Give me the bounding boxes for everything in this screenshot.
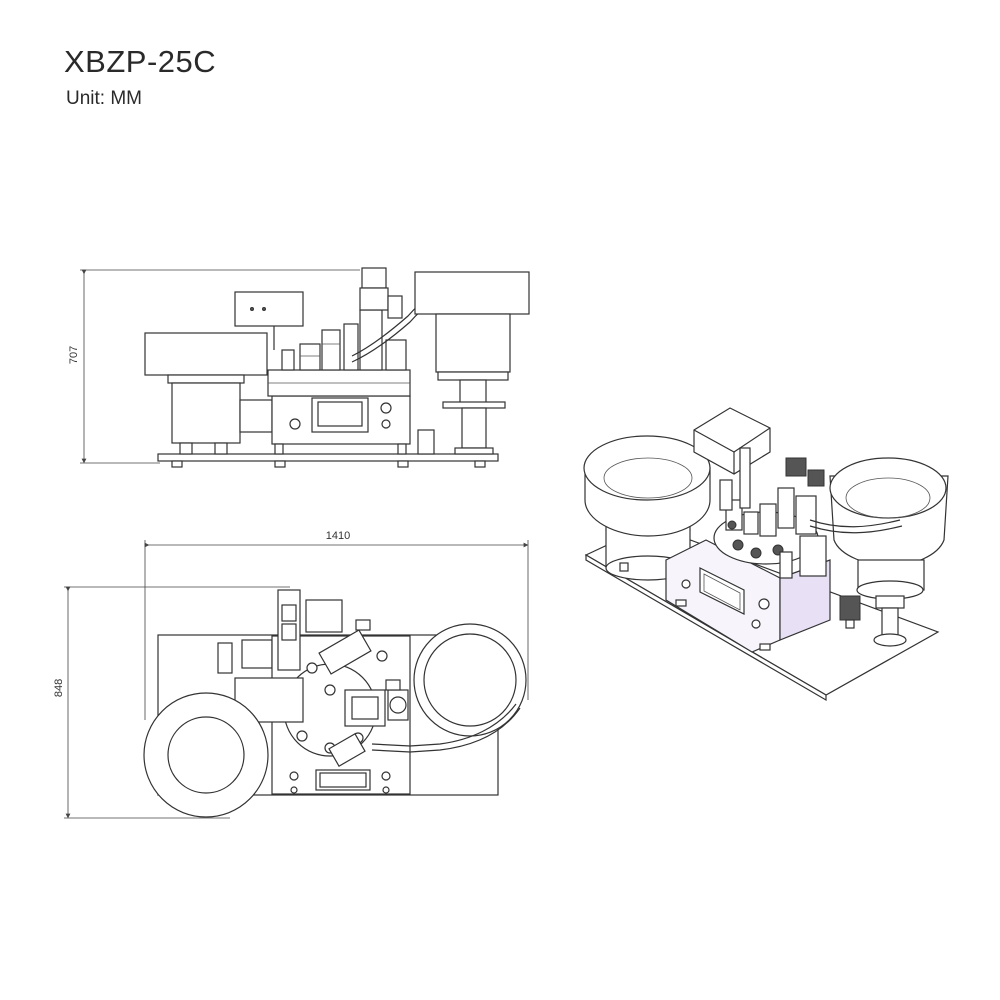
height-value: 707 bbox=[68, 346, 80, 364]
top-view: 1410 848 bbox=[53, 530, 529, 819]
depth-dimension: 848 bbox=[53, 586, 290, 819]
front-view: 707 bbox=[68, 267, 530, 468]
width-dimension: 1410 bbox=[144, 530, 529, 720]
height-dimension: 707 bbox=[68, 269, 360, 464]
width-value: 1410 bbox=[326, 530, 350, 542]
unit-label: Unit: MM bbox=[66, 88, 142, 109]
depth-value: 848 bbox=[53, 679, 65, 697]
model-title: XBZP-25C bbox=[64, 44, 217, 79]
isometric-view bbox=[583, 407, 949, 702]
